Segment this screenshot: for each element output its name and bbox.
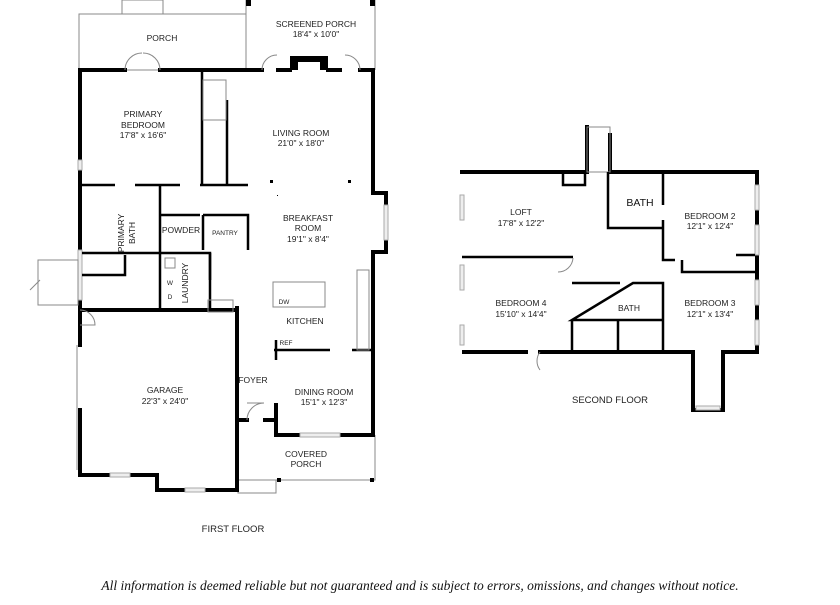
second-floor-plan [459, 125, 760, 412]
front-steps [237, 479, 277, 494]
room-label-dining-room: DINING ROOM [295, 387, 354, 397]
fireplace [290, 56, 328, 70]
room-label-foyer: FOYER [238, 375, 267, 385]
room-label-breakfast-room: BREAKFAST [283, 213, 333, 223]
room-label-bedroom-3: BEDROOM 3 [684, 298, 735, 308]
room-label-laundry: LAUNDRY [180, 262, 190, 303]
stairs-second-floor [586, 126, 611, 173]
room-dims-loft: 17'8" x 12'2" [498, 218, 545, 228]
first-floor-title: FIRST FLOOR [202, 524, 265, 535]
porch-steps [121, 0, 164, 15]
room-label-covered-porch-2: PORCH [291, 459, 322, 469]
room-label-porch: PORCH [147, 33, 178, 43]
refrigerator-label: REF [280, 340, 293, 347]
dishwasher-label: DW [279, 299, 291, 306]
room-label-breakfast-room-2: ROOM [295, 223, 321, 233]
room-label-covered-porch: COVERED [285, 449, 327, 459]
room-dims-primary-bedroom: 17'8" x 16'6" [120, 130, 167, 140]
room-label-bath-upper: BATH [626, 197, 653, 209]
room-label-bedroom-2: BEDROOM 2 [684, 211, 735, 221]
dryer-label: D [168, 294, 173, 301]
room-dims-bedroom-3: 12'1" x 13'4" [687, 309, 734, 319]
room-dims-bedroom-4: 15'10" x 14'4" [495, 309, 546, 319]
second-floor-title: SECOND FLOOR [572, 395, 648, 406]
room-label-bedroom-4: BEDROOM 4 [495, 298, 546, 308]
first-floor-plan [29, 0, 389, 494]
room-dims-living-room: 21'0" x 18'0" [278, 138, 325, 148]
screened-porch-outline [245, 0, 376, 70]
room-label-primary-bath-2: BATH [127, 222, 137, 244]
room-label-loft: LOFT [510, 207, 532, 217]
garage-door [79, 309, 96, 326]
room-dims-garage: 22'3" x 24'0" [142, 396, 189, 406]
room-dims-bedroom-2: 12'1" x 12'4" [687, 221, 734, 231]
room-label-primary-bedroom-2: BEDROOM [121, 120, 165, 130]
room-dims-screened-porch: 18'4" x 10'0" [293, 29, 340, 39]
washer-label: W [167, 280, 174, 287]
room-label-primary-bedroom: PRIMARY [124, 109, 163, 119]
disclaimer-text: All information is deemed reliable but n… [101, 578, 739, 593]
room-label-garage: GARAGE [147, 385, 184, 395]
room-label-bath-hall: BATH [618, 303, 640, 313]
room-label-kitchen: KITCHEN [286, 316, 323, 326]
room-dims-dining-room: 15'1" x 12'3" [301, 397, 348, 407]
front-door [246, 402, 265, 421]
room-label-primary-bath: PRIMARY [116, 213, 126, 252]
room-label-powder: POWDER [162, 225, 200, 235]
room-label-pantry: PANTRY [212, 230, 238, 237]
second-floor-labels: LOFT 17'8" x 12'2" BATH BEDROOM 2 12'1" … [495, 197, 735, 406]
stairs-first-floor [202, 79, 227, 121]
room-label-screened-porch: SCREENED PORCH [276, 19, 356, 29]
utility-area [29, 259, 79, 306]
porch-door [124, 52, 161, 71]
room-label-living-room: LIVING ROOM [273, 128, 330, 138]
room-dims-breakfast-room: 19'1" x 8'4" [287, 234, 329, 244]
first-floor-labels: PORCH SCREENED PORCH 18'4" x 10'0" PRIMA… [116, 19, 356, 535]
